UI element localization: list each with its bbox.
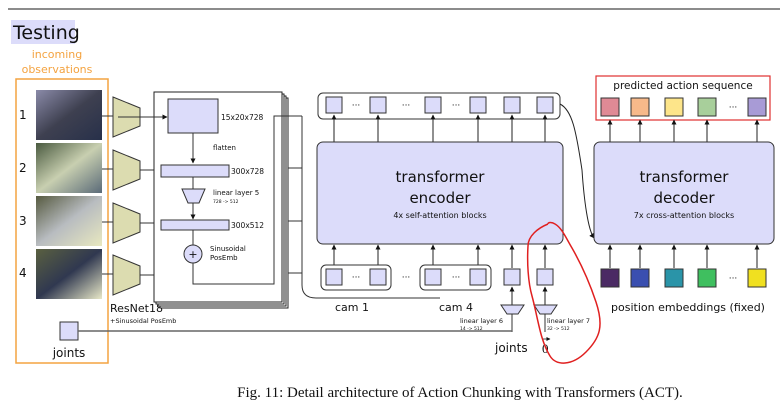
position-embedding-token [747, 268, 767, 288]
predicted-action-label: predicted action sequence [613, 80, 752, 92]
camera-image-1 [36, 90, 102, 140]
position-embedding-token [697, 268, 717, 288]
action-token [747, 97, 767, 117]
latent-token [536, 268, 554, 286]
encoder-output-token [369, 96, 387, 114]
posemb-label-line1: Sinusoidal [210, 245, 246, 253]
joints-encoder-label: joints [494, 341, 528, 355]
camera-number-4: 4 [19, 266, 27, 280]
linear5-dims: 728 -> 512 [213, 199, 239, 205]
cam1-token [369, 268, 387, 286]
ellipsis: ··· [452, 101, 461, 111]
joints-input-label: joints [52, 346, 86, 360]
ellipsis: ··· [352, 101, 361, 111]
encoder-output-token [469, 96, 487, 114]
proj-shape-label: 300x512 [231, 221, 264, 230]
action-token [697, 97, 717, 117]
position-embeddings-label: position embeddings (fixed) [611, 301, 765, 314]
feature-shape-label: 15x20x728 [221, 113, 264, 122]
flatten-label: flatten [213, 144, 236, 152]
position-embedding-token [600, 268, 620, 288]
observations-label-line2: observations [22, 63, 93, 76]
cam4-token [469, 268, 487, 286]
resnet-label: ResNet18 [110, 302, 163, 315]
camera-number-1: 1 [19, 108, 27, 122]
transformer-decoder-block [593, 141, 775, 245]
feature-map-block [167, 98, 219, 134]
cam1-token [325, 268, 343, 286]
encoder-title-line1: transformer [396, 168, 486, 186]
cam4-token [424, 268, 442, 286]
resnet-encoder-3 [112, 202, 141, 244]
camera-number-2: 2 [19, 161, 27, 175]
flattened-block [160, 164, 230, 178]
flat-shape-label: 300x728 [231, 167, 264, 176]
camera-image-3 [36, 196, 102, 246]
linear7-label: linear layer 7 [547, 317, 590, 325]
title: Testing [12, 22, 80, 44]
encoder-output-token [536, 96, 554, 114]
joints-token [503, 268, 521, 286]
resnet-encoder-2 [112, 149, 141, 191]
encoder-to-decoder-arrow [559, 103, 595, 239]
title-highlight [11, 20, 75, 44]
cam4-label: cam 4 [439, 301, 473, 314]
ellipsis: ··· [352, 273, 361, 283]
decoder-title-line1: transformer [640, 168, 730, 186]
posemb-label-line2: PosEmb [210, 254, 238, 262]
encoder-output-token [325, 96, 343, 114]
transformer-encoder-block [316, 141, 564, 245]
encoder-title-line2: encoder [409, 189, 471, 207]
position-embedding-token [664, 268, 684, 288]
ellipsis: ··· [452, 273, 461, 283]
ellipsis: ··· [402, 273, 411, 283]
figure-caption: Fig. 11: Detail architecture of Action C… [237, 385, 683, 401]
joints-input-square [59, 321, 79, 341]
observations-box [15, 78, 109, 364]
camera-number-3: 3 [19, 214, 27, 228]
decoder-subtitle: 7x cross-attention blocks [634, 211, 734, 220]
camera-image-2 [36, 143, 102, 193]
ellipsis: ··· [729, 103, 738, 113]
encoder-output-token [503, 96, 521, 114]
decoder-title-line2: decoder [653, 189, 715, 207]
position-embedding-token [630, 268, 650, 288]
resnet-encoder-4 [112, 254, 141, 296]
linear-layer-5 [181, 188, 206, 204]
linear6-label: linear layer 6 [460, 317, 503, 325]
action-token [600, 97, 620, 117]
resnet-sub-label: +Sinusoidal PosEmb [110, 317, 176, 325]
encoder-output-token [424, 96, 442, 114]
linear-layer-7 [533, 304, 558, 315]
red-annotation-circle [526, 221, 601, 364]
linear7-dims: 32 -> 512 [547, 326, 570, 332]
camera-image-4 [36, 249, 102, 299]
observations-label-line1: incoming [32, 48, 83, 61]
action-token [630, 97, 650, 117]
cam1-label: cam 1 [335, 301, 369, 314]
action-token [664, 97, 684, 117]
plus-icon: + [188, 248, 197, 261]
linear-layer-6 [500, 304, 525, 315]
ellipsis: ··· [729, 274, 738, 284]
ellipsis: ··· [402, 101, 411, 111]
encoder-subtitle: 4x self-attention blocks [393, 211, 486, 220]
linear6-dims: 14 -> 512 [460, 326, 483, 332]
projected-block [160, 219, 230, 231]
linear5-label: linear layer 5 [213, 189, 259, 197]
